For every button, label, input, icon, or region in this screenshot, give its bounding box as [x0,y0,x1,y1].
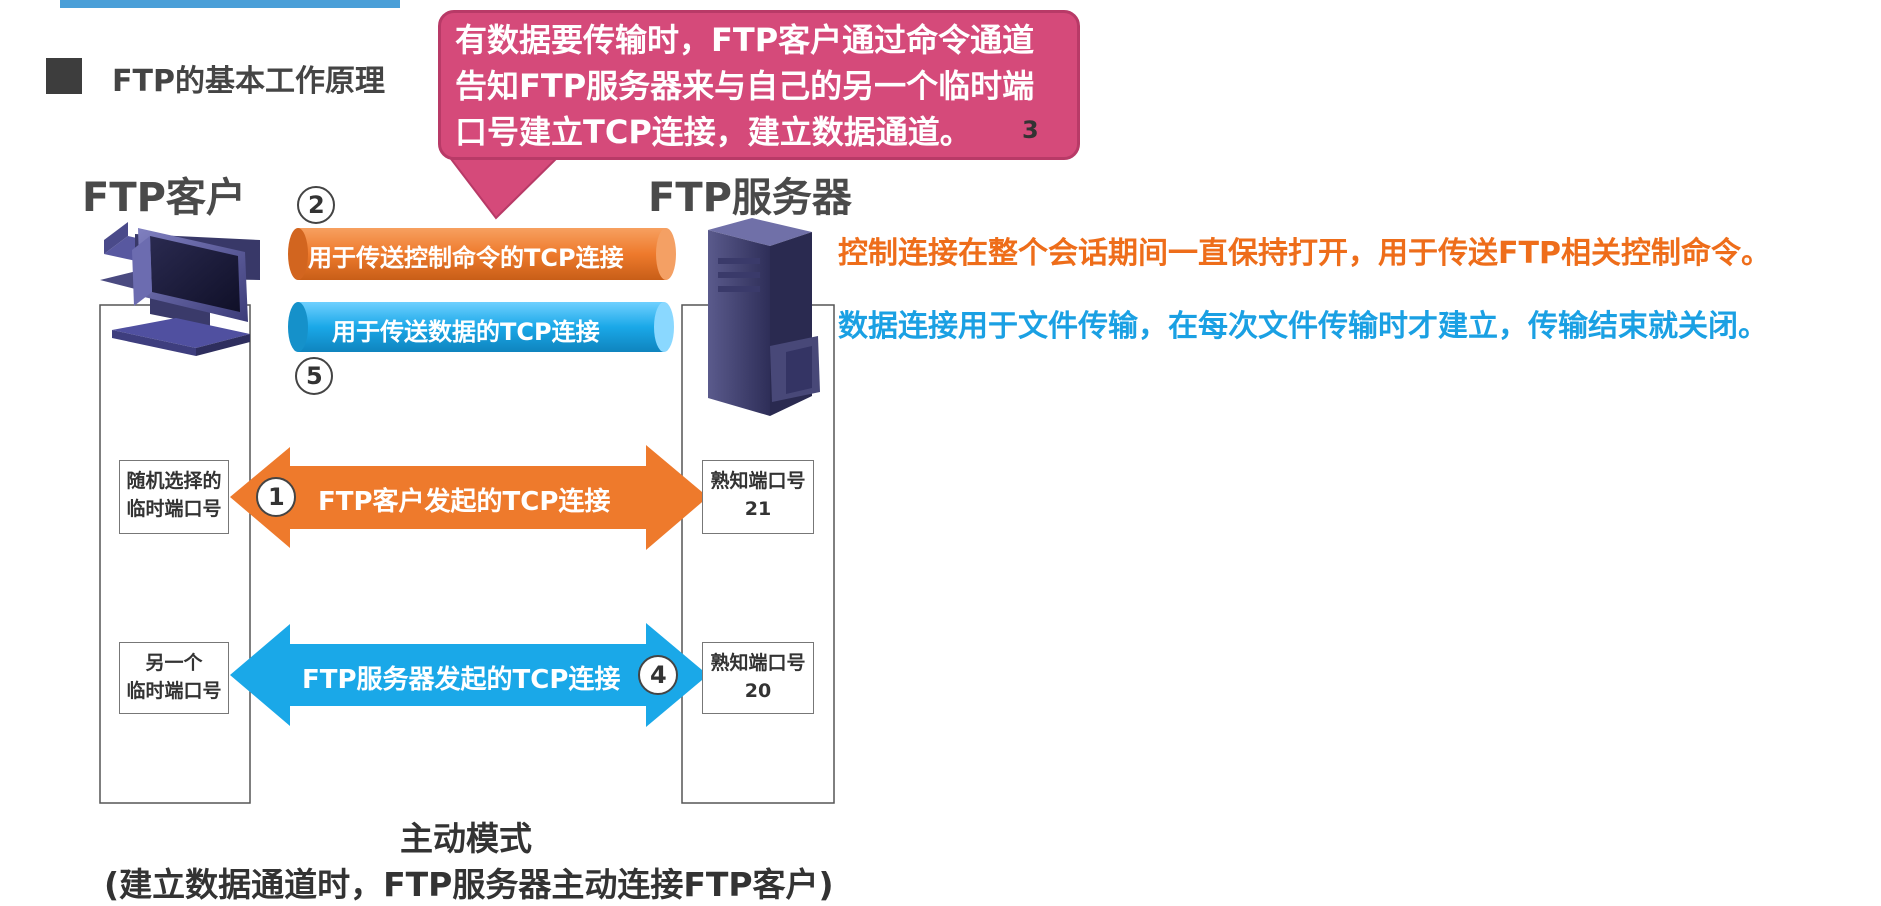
data-pipe-label: 用于传送数据的TCP连接 [332,318,600,346]
header-accent-bar [60,0,400,8]
server-port-20-line2: 20 [744,680,772,702]
client-initiated-label: FTP客户发起的TCP连接 [318,487,611,517]
server-initiated-arrow [230,623,708,727]
mode-subtitle: (建立数据通道时，FTP服务器主动连接FTP客户) [104,865,834,904]
step-number-3: 3 [1022,116,1039,144]
server-port-20-line1: 熟知端口号 [710,652,806,674]
client-random-port-line1: 随机选择的 [126,470,222,492]
client-random-port-box: 随机选择的 临时端口号 [119,460,229,534]
section-bullet [46,58,82,94]
step-number-5: 5 [306,362,323,390]
client-column [99,304,251,804]
popup-line-1: 有数据要传输时，FTP客户通过命令通道 [455,21,1035,59]
client-computer-icon [100,222,260,356]
server-port-20-box: 熟知端口号 20 [702,642,814,714]
step-number-2: 2 [308,191,325,219]
control-connection-pipe [288,228,676,280]
client-initiated-arrow [230,445,708,550]
step-number-4: 4 [650,661,667,689]
mode-title: 主动模式 [400,819,532,858]
popup-callout: 有数据要传输时，FTP客户通过命令通道 告知FTP服务器来与自己的另一个临时端 … [438,10,1080,160]
client-other-port-box: 另一个 临时端口号 [119,642,229,714]
step-circle-5 [295,357,333,395]
control-connection-note: 控制连接在整个会话期间一直保持打开，用于传送FTP相关控制命令。 [838,236,1771,271]
server-port-21-box: 熟知端口号 21 [702,460,814,534]
data-connection-pipe [288,302,674,352]
client-random-port-line2: 临时端口号 [126,498,222,520]
popup-pointer [445,154,563,220]
control-pipe-label: 用于传送控制命令的TCP连接 [308,244,624,272]
step-number-1: 1 [268,483,285,511]
client-other-port-line2: 临时端口号 [126,680,222,702]
step-circle-1 [256,477,296,517]
step-circle-4 [638,655,678,695]
popup-line-2: 告知FTP服务器来与自己的另一个临时端 [455,67,1035,105]
popup-line-3: 口号建立TCP连接，建立数据通道。 [455,113,972,151]
server-port-21-line1: 熟知端口号 [710,470,806,492]
section-title: FTP的基本工作原理 [112,64,385,99]
data-connection-note: 数据连接用于文件传输，在每次文件传输时才建立，传输结束就关闭。 [838,309,1768,344]
server-initiated-label: FTP服务器发起的TCP连接 [302,665,621,695]
server-label: FTP服务器 [648,175,852,221]
client-label: FTP客户 [82,175,246,221]
client-other-port-line1: 另一个 [145,652,203,674]
step-circle-2 [297,186,335,224]
server-port-21-line2: 21 [744,498,772,520]
server-tower-icon [708,218,820,416]
